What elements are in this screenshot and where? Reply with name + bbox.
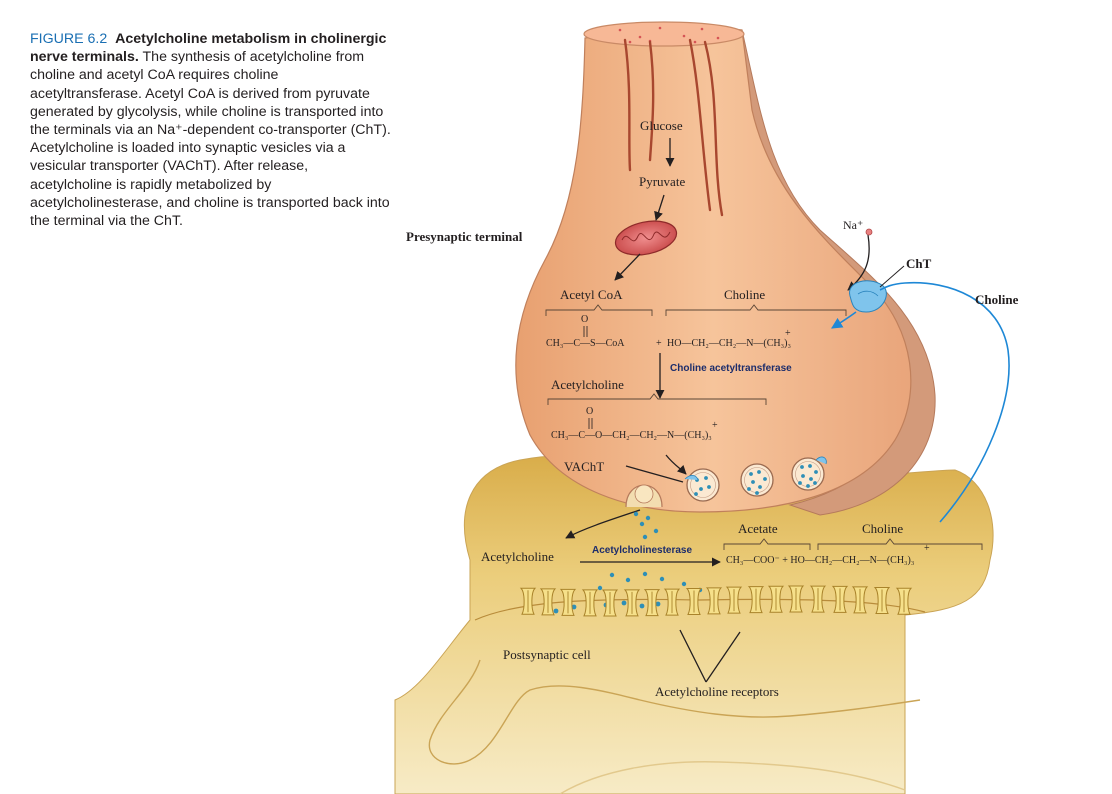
choline-formula: HO—CH₂—CH₂—N—(CH₃)₃ bbox=[667, 338, 791, 349]
cht-transporter bbox=[849, 280, 887, 313]
acetate-bracket bbox=[723, 538, 811, 550]
choline-reuptake-arrow bbox=[879, 281, 1010, 523]
presynaptic-terminal bbox=[515, 21, 936, 516]
acetylcholine-receptor bbox=[767, 585, 785, 613]
acetylcholine-receptor bbox=[873, 587, 891, 615]
acetyl-coa-carbonyl-o: O bbox=[581, 314, 588, 325]
receptors-pointer-right bbox=[705, 631, 741, 683]
na-label: Na⁺ bbox=[843, 218, 863, 232]
acetylcholine-receptor bbox=[851, 586, 869, 614]
release-arrow bbox=[565, 509, 641, 539]
acetylcholine-receptor bbox=[725, 586, 743, 614]
mitochondrion-to-acetylcoa-arrow bbox=[614, 253, 641, 281]
choline-cleft-bracket bbox=[817, 538, 983, 550]
acetyl-coa-label: Acetyl CoA bbox=[560, 287, 623, 302]
choline-top-label: Choline bbox=[724, 287, 765, 302]
acetate-choline-formula-charge: + bbox=[924, 543, 930, 554]
acetylcholine-receptor bbox=[601, 589, 619, 617]
synaptic-vesicles bbox=[684, 456, 827, 502]
acetylcholine-receptor bbox=[559, 588, 577, 616]
figure-caption: FIGURE 6.2 Acetylcholine metabolism in c… bbox=[30, 30, 392, 230]
acetylcholine-receptor bbox=[519, 587, 537, 615]
glucose-label: Glucose bbox=[640, 118, 683, 133]
choline-cleft-label: Choline bbox=[862, 521, 903, 536]
acetylcholine-receptor bbox=[809, 585, 827, 613]
receptors-pointer-left bbox=[679, 629, 707, 683]
na-ion bbox=[865, 228, 873, 236]
acetylcholine-bracket bbox=[547, 393, 767, 405]
figure-label: FIGURE 6.2 bbox=[30, 31, 108, 47]
acetate-label: Acetate bbox=[738, 521, 778, 536]
acetylcholine-receptor bbox=[831, 585, 849, 613]
acetylcholine-carbonyl-o: O bbox=[586, 406, 593, 417]
acetylcholine-formula: CH₃—C—O—CH₂—CH₂—N—(CH₃)₃ bbox=[551, 430, 712, 441]
figure-title: Acetylcholine metabolism in cholinergic … bbox=[30, 31, 387, 66]
acetylcholine-receptor bbox=[643, 589, 661, 617]
acetylcholine-receptor bbox=[895, 587, 913, 615]
vacht-loading-arrow bbox=[665, 454, 687, 475]
synaptic-vesicle bbox=[684, 468, 720, 502]
acetylcholine-receptor bbox=[705, 587, 723, 615]
acetylcholine-receptors-label: Acetylcholine receptors bbox=[655, 684, 779, 699]
acetylcholine-receptor bbox=[685, 587, 703, 615]
acetylcholine-receptor bbox=[663, 588, 681, 616]
synaptic-vesicle bbox=[740, 463, 774, 497]
acetylcholine-receptor bbox=[539, 588, 557, 616]
choline-outside-label: Choline bbox=[975, 292, 1019, 307]
mitochondrion bbox=[614, 220, 678, 256]
pyruvate-to-mitochondrion-arrow bbox=[654, 194, 665, 221]
synaptic-vesicle bbox=[791, 456, 827, 491]
acetylcholine-receptor bbox=[581, 589, 599, 617]
acetyl-coa-bracket bbox=[545, 304, 653, 316]
choline-into-terminal-arrow bbox=[831, 311, 857, 329]
plus-sign: + bbox=[656, 338, 662, 349]
postsynaptic-cell-label: Postsynaptic cell bbox=[503, 647, 591, 662]
presynaptic-terminal-label: Presynaptic terminal bbox=[406, 229, 523, 244]
acetylcholinesterase-label: Acetylcholinesterase bbox=[592, 545, 692, 556]
figure-body: The synthesis of acetylcholine from chol… bbox=[30, 49, 391, 230]
acetyl-coa-formula: CH₃—C—S—CoA bbox=[546, 338, 625, 349]
acetylcholine-inside-label: Acetylcholine bbox=[551, 377, 624, 392]
cht-label: ChT bbox=[906, 256, 932, 271]
choline-acetyltransferase-label: Choline acetyltransferase bbox=[670, 363, 792, 374]
choline-top-bracket bbox=[665, 304, 847, 316]
choline-formula-charge: + bbox=[785, 328, 791, 339]
vacht-label: VAChT bbox=[564, 459, 604, 474]
pyruvate-label: Pyruvate bbox=[639, 174, 685, 189]
acetylcholine-receptor bbox=[623, 589, 641, 617]
acetylcholine-cleft-label: Acetylcholine bbox=[481, 549, 554, 564]
acetylcholine-formula-charge: + bbox=[712, 420, 718, 431]
vacht-pointer-line bbox=[625, 465, 684, 483]
acetylcholine-receptor bbox=[747, 586, 765, 614]
metabolic-arrows bbox=[565, 138, 741, 683]
acetylcholine-receptor bbox=[787, 585, 805, 613]
acetylcholine-receptor-row bbox=[519, 585, 913, 617]
acetate-choline-formula: CH₃—COO⁻ + HO—CH₂—CH₂—N—(CH₃)₃ bbox=[726, 555, 914, 566]
cht-pointer-line bbox=[879, 265, 905, 288]
